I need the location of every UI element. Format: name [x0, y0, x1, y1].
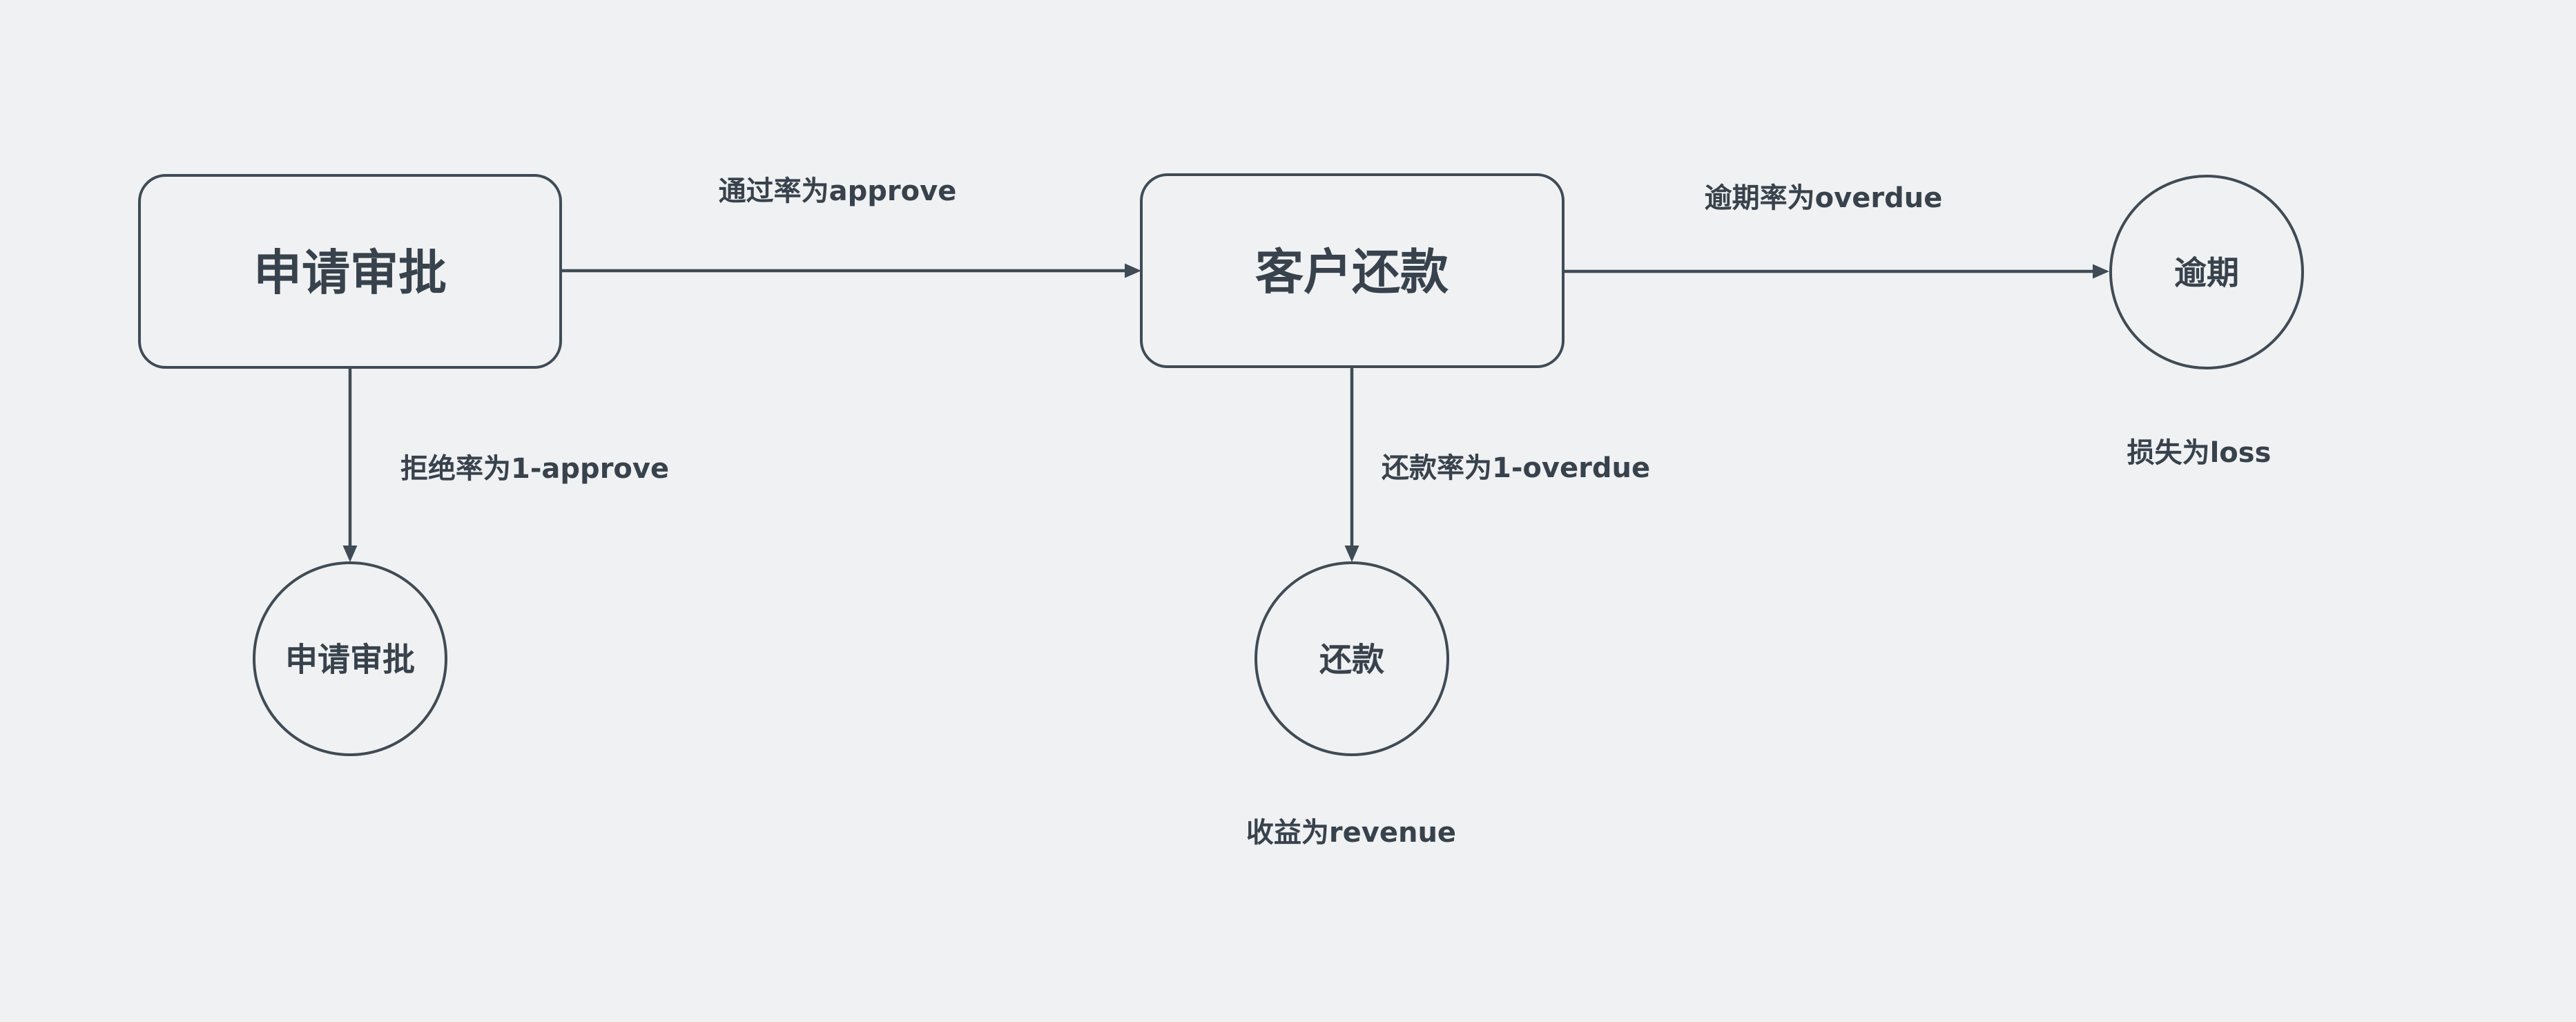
- overdue-circle-shape[interactable]: [2109, 175, 2304, 369]
- node-approval-box: 申请审批: [138, 174, 562, 369]
- repayment-circle-shape[interactable]: [1255, 561, 1449, 756]
- edge-overdue-label: 逾期率为overdue: [1705, 182, 1943, 214]
- edge-approve: 通过率为approve: [561, 175, 1141, 278]
- overdue-circle-label: 逾期: [2174, 255, 2239, 293]
- repayment-box-shape[interactable]: [1140, 173, 1565, 368]
- edge-approve-label: 通过率为approve: [719, 175, 957, 207]
- edge-approve-arrowhead-icon: [1125, 263, 1141, 278]
- approval-circle-label: 申请审批: [285, 642, 415, 679]
- edge-overdue: 逾期率为overdue: [1563, 182, 2109, 279]
- edge-reject: 拒绝率为1-approve: [342, 367, 669, 562]
- edge-reject-label: 拒绝率为1-approve: [400, 453, 669, 485]
- loss-note-label: 损失为loss: [2127, 437, 2272, 469]
- node-approval-circle: 申请审批: [253, 561, 447, 756]
- edge-overdue-arrowhead-icon: [2093, 264, 2109, 279]
- approval-box-shape[interactable]: [138, 174, 562, 369]
- repayment-box-label: 客户还款: [1255, 244, 1449, 300]
- edge-repay: 还款率为1-overdue: [1344, 367, 1650, 562]
- edge-reject-arrowhead-icon: [342, 546, 358, 562]
- repayment-circle-label: 还款: [1319, 642, 1384, 679]
- node-overdue-circle: 逾期: [2109, 175, 2304, 369]
- node-repayment-box: 客户还款: [1140, 173, 1565, 368]
- approval-box-label: 申请审批: [253, 244, 447, 301]
- edge-repay-label: 还款率为1-overdue: [1382, 452, 1650, 484]
- edge-repay-arrowhead-icon: [1344, 546, 1359, 562]
- revenue-note-label: 收益为revenue: [1246, 817, 1456, 849]
- approval-circle-shape[interactable]: [253, 561, 447, 756]
- node-repayment-circle: 还款: [1255, 561, 1449, 756]
